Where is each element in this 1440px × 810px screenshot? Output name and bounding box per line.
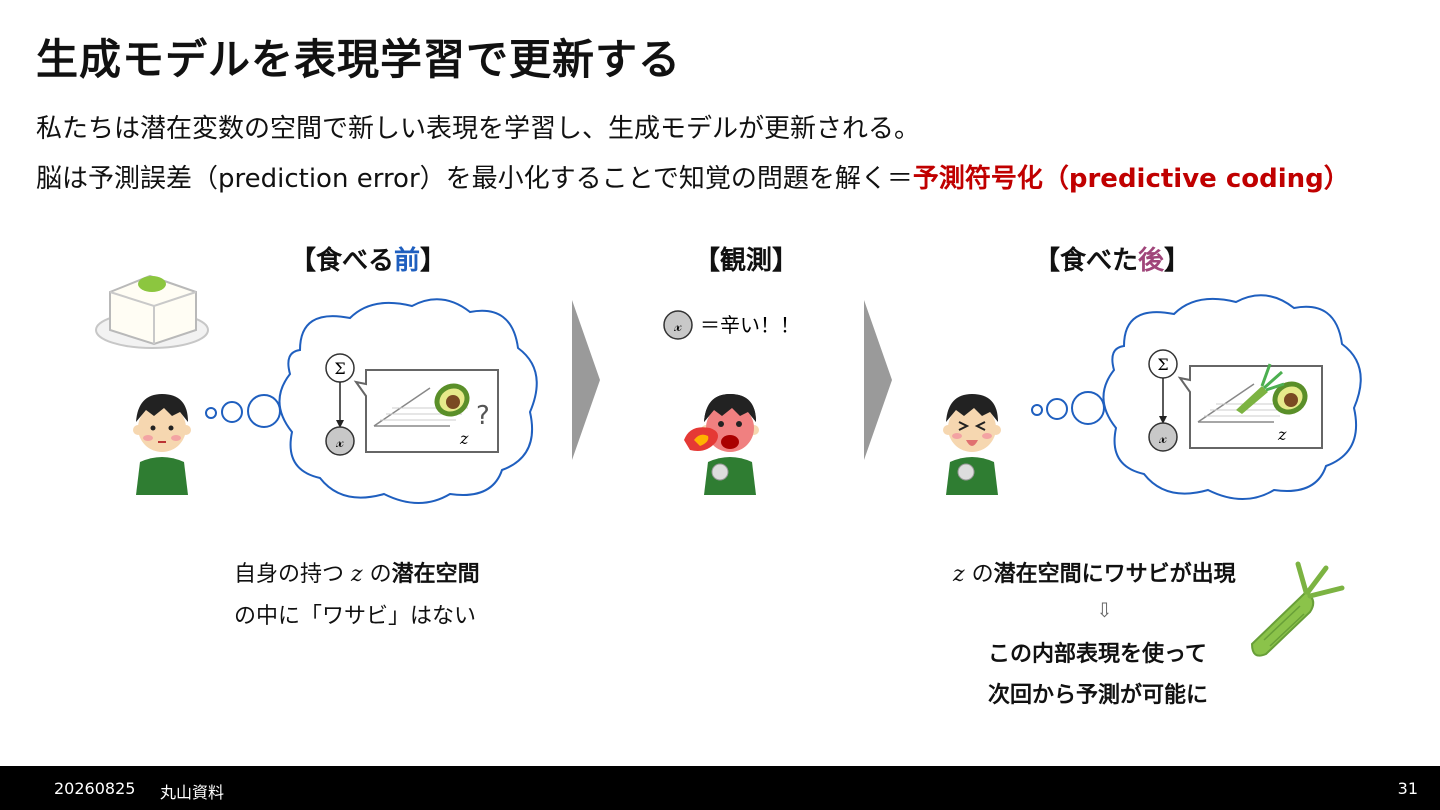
body-line-1: 私たちは潜在変数の空間で新しい表現を学習し、生成モデルが更新される。 <box>36 114 921 144</box>
body-line-2-text: 脳は予測誤差（prediction error）を最小化することで知覚の問題を解… <box>36 164 913 194</box>
person-before-icon <box>133 394 191 495</box>
chevron-right-icon <box>572 300 600 460</box>
avocado-icon-2 <box>1272 381 1308 415</box>
before-highlight: 前 <box>394 246 421 276</box>
observe-heading: 【観測】 <box>694 246 799 276</box>
person-spicy-icon <box>701 394 759 495</box>
page-number: 31 <box>1397 779 1418 798</box>
caption-right-line-2: この内部表現を使って <box>988 641 1207 667</box>
observation-panel: 𝓍 ＝辛い！！ <box>663 310 800 340</box>
predictive-coding-term: 予測符号化（predictive coding） <box>912 164 1350 194</box>
sigma-symbol: Σ <box>334 359 345 378</box>
svg-text:𝓍: 𝓍 <box>1158 428 1167 447</box>
caption-right-line-1: z の潜在空間にワサビが出現 <box>953 561 1236 587</box>
chevron-right-icon-2 <box>864 300 892 460</box>
down-arrow-icon: ⇩ <box>1096 598 1113 622</box>
after-heading: 【食べた後】 <box>1034 246 1191 276</box>
person-after-icon <box>943 394 1001 495</box>
footer-label: 丸山資料 <box>160 783 225 802</box>
before-heading: 【食べる前】 <box>290 246 447 276</box>
tofu-icon <box>95 274 209 349</box>
slide-title: 生成モデルを表現学習で更新する <box>36 35 682 84</box>
svg-text:𝓍: 𝓍 <box>673 316 682 335</box>
thought-cloud-right: Σ 𝓍 z <box>1102 294 1362 500</box>
body-line-2: 脳は予測誤差（prediction error）を最小化することで知覚の問題を解… <box>36 158 1350 195</box>
observation-text: ＝辛い！！ <box>700 313 800 337</box>
caption-right-line-3: 次回から予測が可能に <box>988 682 1209 708</box>
thought-bubbles-left <box>205 394 281 428</box>
caption-left-line-2: の中に「ワサビ」はない <box>234 604 477 629</box>
footer-bar: 20260825 丸山資料 31 <box>0 766 1440 810</box>
svg-text:z: z <box>1277 425 1287 444</box>
svg-text:Σ: Σ <box>1157 355 1168 374</box>
question-mark: ? <box>476 401 490 431</box>
wasabi-icon <box>1250 561 1345 657</box>
illustration-layer: Σ 𝓍 z ? 𝓍 ＝辛い！！ <box>95 274 1362 657</box>
footer-date: 20260825 <box>54 779 136 798</box>
fire-icon <box>684 427 718 451</box>
x-symbol: 𝓍 <box>335 432 344 451</box>
z-axis-label: z <box>459 429 469 448</box>
after-highlight: 後 <box>1138 246 1165 276</box>
avocado-icon <box>434 383 470 417</box>
thought-bubbles-right <box>1031 391 1105 425</box>
thought-cloud-left: Σ 𝓍 z ? <box>278 298 538 504</box>
caption-left-line-1: 自身の持つ z の潜在空間 <box>234 561 480 587</box>
wasabi-small-icon <box>1236 363 1285 414</box>
